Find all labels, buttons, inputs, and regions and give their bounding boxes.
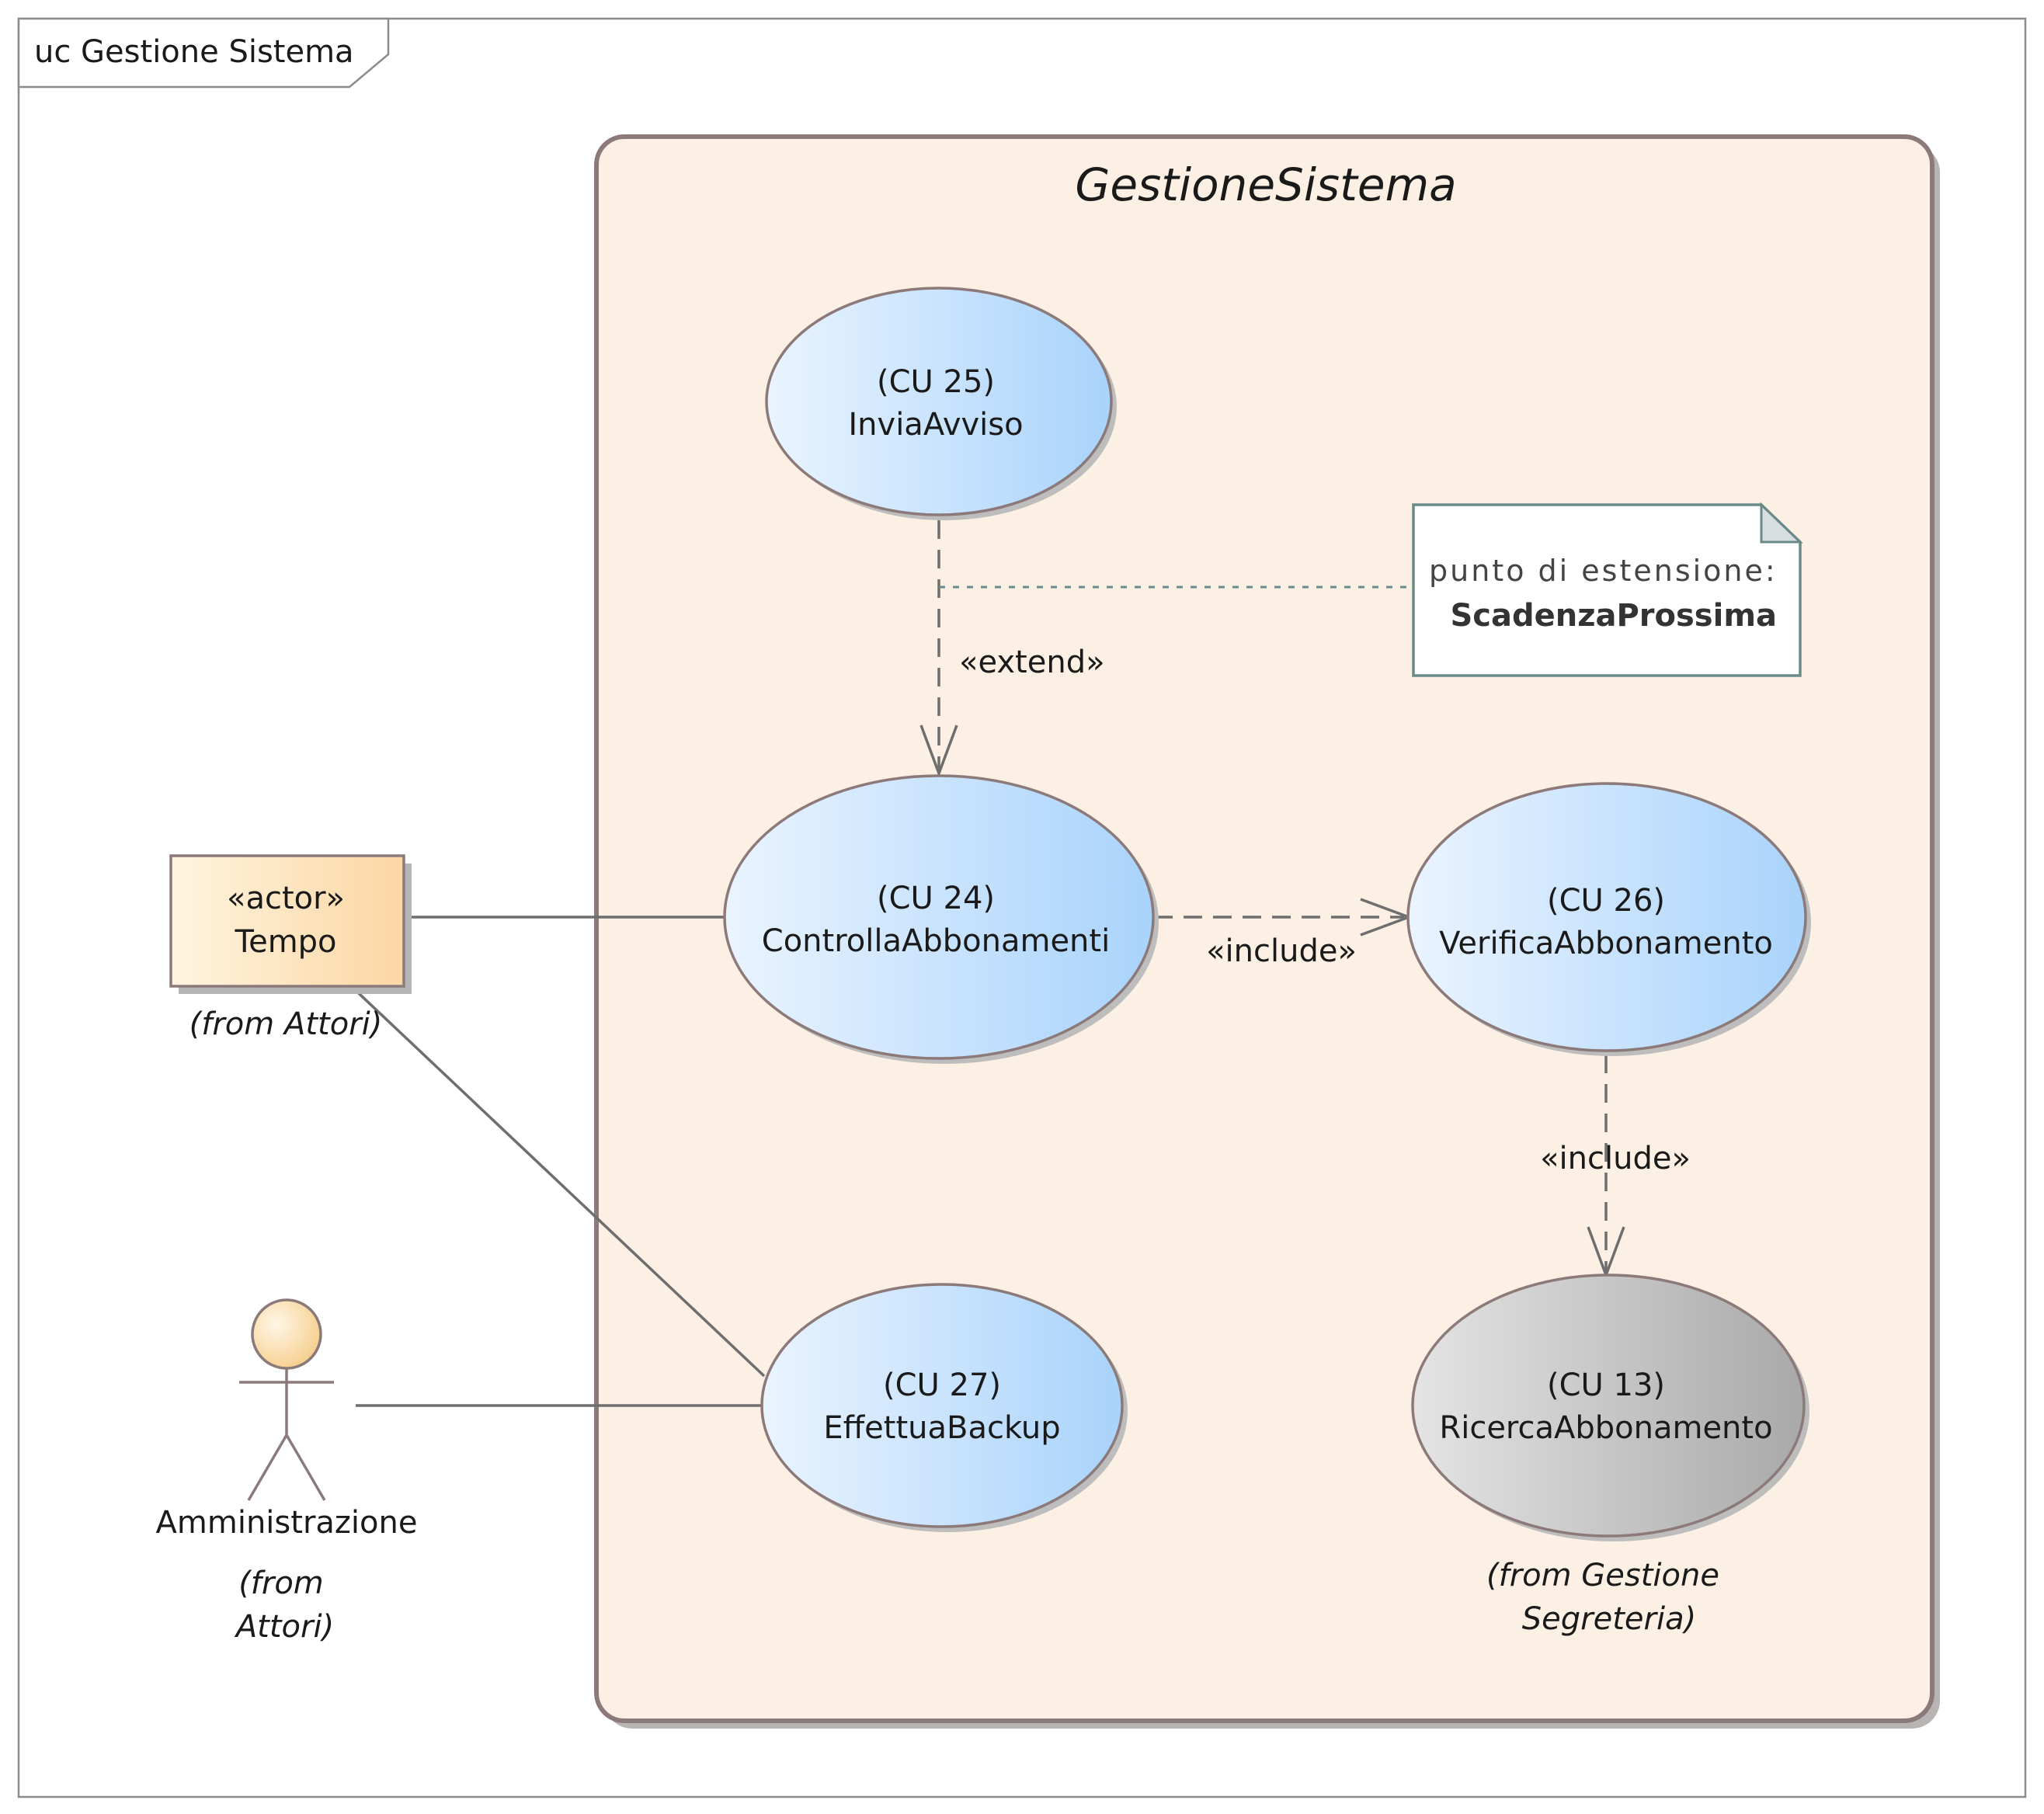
use-case-cu13-from-line1: (from Gestione [1486,1558,1719,1593]
frame-title-tab [17,17,390,89]
actor-amministrazione-from-line1: (from [238,1566,324,1601]
actor-head [251,1298,322,1370]
use-case-cu27-id: (CU 27) [883,1367,1001,1403]
frame-title: uc Gestione Sistema [34,34,354,70]
use-case-cu24-shape [723,774,1155,1060]
use-case-cu25-id: (CU 25) [877,364,995,400]
note-line2: ScadenzaProssima [1450,598,1777,634]
use-case-cu24-id: (CU 24) [877,881,995,916]
use-case-cu27[interactable]: (CU 27) EffettuaBackup [760,1283,1128,1532]
use-case-cu25[interactable]: (CU 25) InviaAvviso [765,287,1117,520]
boundary-title: GestioneSistema [1075,158,1456,211]
use-case-cu13-from-line2: Segreteria) [1522,1601,1696,1637]
note-fold [1760,502,1803,544]
use-case-cu25-name: InviaAvviso [848,407,1023,443]
use-case-cu13-id: (CU 13) [1547,1367,1665,1403]
actor-tempo-name: Tempo [234,924,336,960]
extension-point-note: punto di estensione: ScadenzaProssima [1412,502,1803,677]
extend-arrowhead [919,725,958,778]
actor-leg-left [247,1434,288,1501]
actor-tempo-from: (from Attori) [189,1006,383,1042]
include-label-1: «include» [1206,933,1357,969]
use-case-cu26-shape [1406,782,1807,1052]
use-case-cu26-name: VerificaAbbonamento [1439,926,1773,961]
use-case-cu24-name: ControllaAbbonamenti [762,923,1110,959]
extend-label: «extend» [959,645,1105,680]
use-case-cu13-shape [1411,1274,1806,1538]
use-case-cu26-id: (CU 26) [1547,883,1665,919]
actor-tempo[interactable]: «actor» Tempo [169,854,412,994]
actor-tempo-stereotype: «actor» [227,881,345,916]
use-case-cu13-name: RicercaAbbonamento [1439,1410,1772,1446]
note-line1: punto di estensione: [1429,554,1778,588]
include-label-2: «include» [1540,1141,1691,1176]
actor-amministrazione-from-line2: Attori) [234,1609,334,1645]
association-tempo-cu27 [346,982,766,1378]
use-case-cu24[interactable]: (CU 24) ControllaAbbonamenti [723,774,1159,1064]
actor-amministrazione-name: Amministrazione [156,1505,418,1541]
actor-leg-right [285,1434,326,1501]
stick-figure-icon [239,1298,334,1501]
use-case-cu26[interactable]: (CU 26) VerificaAbbonamento [1406,782,1811,1056]
use-case-cu27-shape [760,1283,1124,1528]
use-case-cu25-shape [765,287,1113,516]
note-body [1412,503,1802,677]
actor-amministrazione[interactable]: Amministrazione [156,1298,418,1541]
use-case-cu13[interactable]: (CU 13) RicercaAbbonamento [1411,1274,1809,1541]
use-case-cu27-name: EffettuaBackup [823,1410,1060,1446]
actor-tempo-box [169,854,405,988]
